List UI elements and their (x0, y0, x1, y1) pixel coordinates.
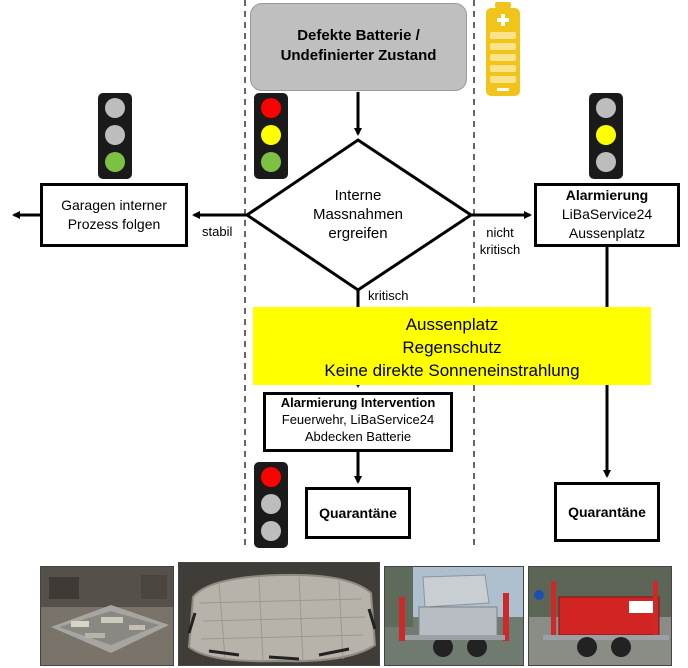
yellow-info-band (253, 307, 651, 385)
right-box-line-1: LiBaService24 (561, 206, 653, 222)
quarantine-right-label: Quarantäne (568, 504, 646, 520)
quarantine-box-right (554, 482, 660, 542)
edge-label-kritisch-right: kritisch (479, 242, 521, 257)
photo-trailer-open (384, 566, 524, 666)
decision-line-1: Interne (334, 187, 382, 204)
photo-fire-blanket (178, 562, 380, 666)
left-box-line-1: Garagen interner (61, 197, 167, 213)
intervention-line-2: Abdecken Batterie (304, 429, 412, 444)
traffic-light-green-icon (98, 93, 132, 179)
traffic-light-red-icon (254, 462, 288, 548)
traffic-light-yellow-icon (589, 93, 623, 179)
quarantine-left-label: Quarantäne (319, 505, 397, 521)
edge-label-stabil: stabil (202, 224, 233, 239)
start-box (250, 3, 467, 91)
left-process-box (40, 183, 188, 247)
start-line-1: Defekte Batterie / (297, 27, 420, 44)
yellow-line-3: Keine direkte Sonneneinstrahlung (324, 361, 580, 380)
photo-battery-workshop (40, 566, 174, 666)
right-box-title: Alarmierung (565, 187, 649, 203)
yellow-line-1: Aussenplatz (405, 315, 499, 334)
photo-trailer-covered (528, 566, 672, 666)
start-line-2: Undefinierter Zustand (280, 47, 437, 64)
edge-label-nicht: nicht (486, 225, 514, 240)
traffic-light-all-icon (254, 93, 288, 179)
left-box-line-2: Prozess folgen (67, 216, 161, 232)
decision-line-2: Massnahmen (312, 206, 404, 223)
intervention-box (263, 392, 453, 452)
intervention-line-1: Feuerwehr, LiBaService24 (281, 412, 435, 427)
right-alarm-box (534, 183, 680, 247)
decision-line-3: ergreifen (328, 225, 388, 242)
quarantine-box-left (305, 487, 411, 539)
right-box-line-2: Aussenplatz (568, 225, 646, 241)
yellow-line-2: Regenschutz (402, 338, 502, 357)
edge-label-kritisch: kritisch (368, 288, 409, 303)
intervention-title: Alarmierung Intervention (280, 395, 436, 410)
battery-icon (486, 2, 520, 96)
